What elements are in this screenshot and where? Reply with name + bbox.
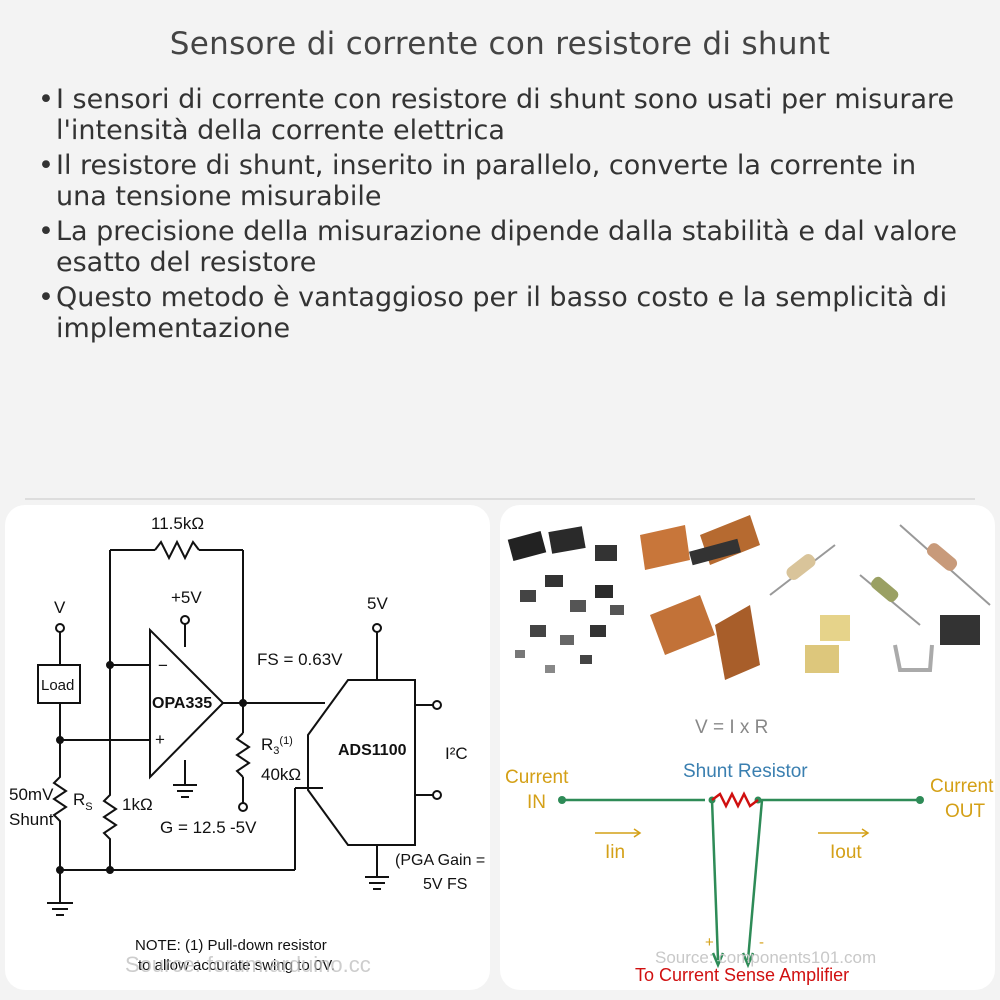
v-label: V: [54, 598, 66, 617]
adc-label: ADS1100: [338, 742, 407, 759]
bullet-list: I sensori di corrente con resistore di s…: [34, 84, 964, 348]
gain-label: G = 12.5: [160, 818, 226, 837]
pga-label: (PGA Gain = 8): [395, 852, 490, 869]
bullet-item: Il resistore di shunt, inserito in paral…: [34, 150, 964, 212]
bullet-item: La precisione della misurazione dipende …: [34, 216, 964, 278]
current-out-label: Current: [930, 776, 994, 797]
bullet-item: I sensori di corrente con resistore di s…: [34, 84, 964, 146]
divider: [25, 498, 975, 500]
load-label: Load: [41, 677, 74, 694]
current-in-sub: IN: [527, 792, 546, 813]
feedback-resistor-label: 11.5kΩ: [151, 514, 204, 533]
circuit-schematic: 11.5kΩ +5V V Load − + OPA335 FS = 0.63V …: [9, 514, 490, 977]
shunt-illustration: V = I x R Shunt Resistor Current IN Curr…: [505, 515, 994, 985]
note-line-1: NOTE: (1) Pull-down resistor: [135, 937, 327, 954]
feedback-resistor: [154, 539, 200, 561]
supply-minus-label: -5V: [230, 818, 257, 837]
adc-supply-label: 5V: [367, 594, 388, 613]
rs-label: RS: [73, 790, 93, 813]
1k-label: 1kΩ: [122, 795, 153, 814]
circuit-schematic-panel: 11.5kΩ +5V V Load − + OPA335 FS = 0.63V …: [5, 505, 490, 990]
shunt-resistor-symbol: [711, 791, 759, 809]
i2c-label: I²C: [445, 744, 468, 763]
shunt-components-photo: [507, 515, 991, 680]
opamp-label: OPA335: [152, 695, 212, 712]
v-node: [55, 623, 65, 633]
plus-terminal: +: [705, 934, 714, 951]
iin-label: Iin: [605, 842, 625, 863]
opamp-minus: −: [158, 656, 168, 675]
current-out-sub: OUT: [945, 801, 986, 822]
r3-value: 40kΩ: [261, 765, 301, 784]
shunt-diagram-panel: V = I x R Shunt Resistor Current IN Curr…: [500, 505, 995, 990]
bullet-item: Questo metodo è vantaggioso per il basso…: [34, 282, 964, 344]
current-in-label: Current: [505, 767, 569, 788]
source-watermark: Source: components101.com: [655, 948, 876, 967]
formula: V = I x R: [695, 717, 768, 738]
opamp-plus: +: [155, 730, 165, 749]
fs5-label: 5V FS: [423, 876, 467, 893]
opamp-triangle: [149, 627, 225, 780]
shunt-voltage-label: 50mV: [9, 785, 54, 804]
page-title: Sensore di corrente con resistore di shu…: [169, 26, 831, 62]
ads1100-block: [307, 679, 416, 846]
amplifier-label: To Current Sense Amplifier: [635, 965, 849, 985]
supply-plus-label: +5V: [171, 588, 202, 607]
r3-resistor: [235, 732, 251, 778]
1k-resistor: [102, 785, 118, 870]
iout-label: Iout: [830, 842, 862, 863]
source-watermark: Source: forum.arduino.cc: [125, 952, 371, 977]
note-line-2: to allow accurate swing to 0V.: [138, 957, 335, 974]
shunt-resistor: [52, 765, 68, 835]
fs-label: FS = 0.63V: [257, 650, 343, 669]
r3-label: R3(1): [261, 735, 293, 757]
shunt-label: Shunt: [9, 810, 54, 829]
shunt-resistor-label: Shunt Resistor: [683, 761, 808, 782]
minus-terminal: -: [759, 934, 764, 951]
